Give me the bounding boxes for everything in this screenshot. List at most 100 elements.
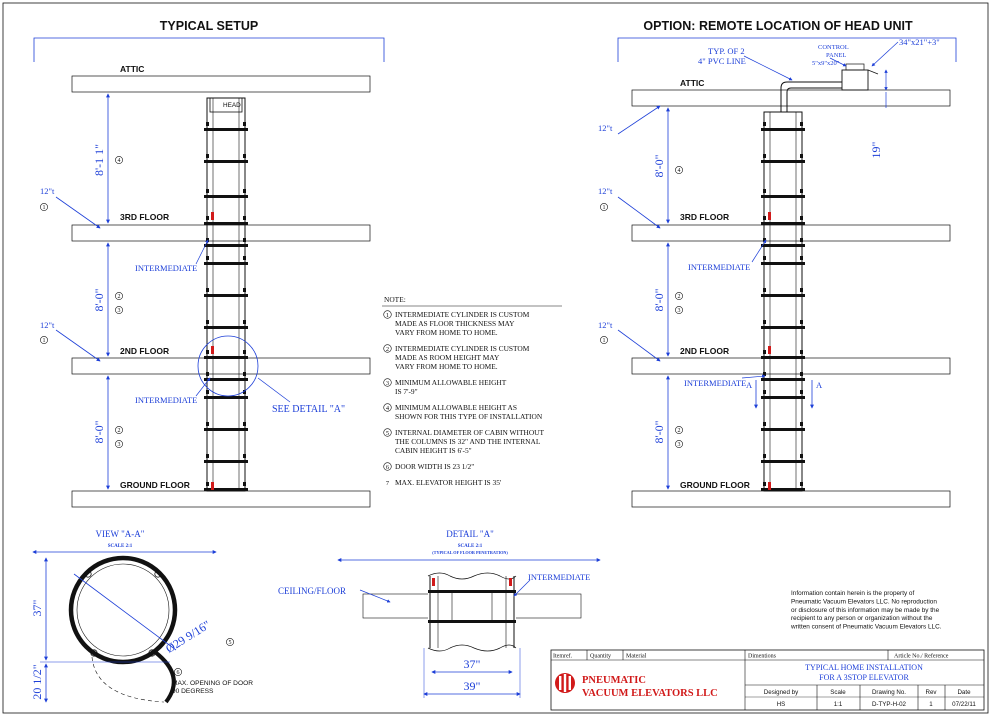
view-aa-dim-20: 20 1/2" xyxy=(30,664,44,699)
left-head-label: HEAD xyxy=(223,102,241,109)
company-name-line-1: PNEUMATIC xyxy=(582,675,646,686)
note-line: SHOWN FOR THIS TYPE OF INSTALLATION xyxy=(395,412,543,421)
column-bolt xyxy=(243,482,246,486)
column-bolt xyxy=(763,154,766,158)
note-line: INTERMEDIATE CYLINDER IS CUSTOM xyxy=(395,344,530,353)
column-band xyxy=(761,378,805,381)
right-third-floor-label: 3RD FLOOR xyxy=(680,212,729,222)
column-bolt xyxy=(243,422,246,426)
column-bolt xyxy=(243,256,246,260)
detail-a-scale: SCALE 2:1 xyxy=(458,544,483,549)
right-thickness-top: 12"t xyxy=(598,123,613,133)
svg-text:3: 3 xyxy=(678,308,681,314)
right-markers: 4 1 2 3 1 2 3 xyxy=(600,166,683,448)
column-band xyxy=(761,244,805,247)
column-bolt xyxy=(763,122,766,126)
title-remote-option: OPTION: REMOTE LOCATION OF HEAD UNIT xyxy=(643,19,913,33)
view-aa-scale: SCALE 2:1 xyxy=(108,544,133,549)
left-thickness-upper: 12"t xyxy=(40,186,55,196)
column-bolt xyxy=(206,256,209,260)
column-bolt xyxy=(206,189,209,193)
tb-itemref: Itemref. xyxy=(553,653,573,660)
note-line: THE COLUMNS IS 32" AND THE INTERNAL xyxy=(395,437,541,446)
disclaimer-text: Information contain herein is the proper… xyxy=(790,590,942,631)
left-third-floor-label: 3RD FLOOR xyxy=(120,212,169,222)
column-band xyxy=(204,160,248,163)
column-band xyxy=(761,128,805,131)
column-band xyxy=(761,460,805,463)
column-band xyxy=(761,396,805,399)
tb-rev: 1 xyxy=(929,701,933,708)
note-marker xyxy=(383,428,392,437)
column-bolt xyxy=(800,256,803,260)
disclaimer-line: recipient to any person or organization … xyxy=(791,615,933,622)
title-typical-setup: TYPICAL SETUP xyxy=(160,19,258,33)
tb-article: Article No./ Reference xyxy=(894,653,949,660)
column-band xyxy=(761,326,805,329)
column-bolt xyxy=(243,288,246,292)
right-thickness-upper: 12"t xyxy=(598,186,613,196)
right-dimension-lines xyxy=(617,105,670,490)
note-line: IS 7'-9" xyxy=(395,387,418,396)
note-line: INTERNAL DIAMETER OF CABIN WITHOUT xyxy=(395,428,545,437)
column-bolt xyxy=(763,238,766,242)
column-band xyxy=(204,294,248,297)
panel-size-label: 5"x9"x20" xyxy=(812,60,840,67)
detail-a-drawing xyxy=(362,572,582,652)
note-line: INTERMEDIATE CYLINDER IS CUSTOM xyxy=(395,310,530,319)
svg-text:2: 2 xyxy=(678,294,681,300)
left-dim-top: 8'-1 1" xyxy=(92,144,106,176)
note-line: VARY FROM HOME TO HOME. xyxy=(395,328,498,337)
svg-text:1: 1 xyxy=(43,205,46,211)
column-bolt xyxy=(800,422,803,426)
column-bolt xyxy=(763,390,766,394)
left-dim-mid: 8'-0" xyxy=(92,288,106,311)
column-band xyxy=(204,326,248,329)
column-bolt xyxy=(763,422,766,426)
note-number: 3 xyxy=(386,380,389,387)
note-number: 6 xyxy=(386,464,389,471)
left-callout-lines xyxy=(195,239,291,403)
right-top-bracket xyxy=(617,37,957,62)
note-number: 2 xyxy=(386,346,389,353)
left-dim-bot: 8'-0" xyxy=(92,420,106,443)
svg-text:4: 4 xyxy=(118,158,121,164)
note-marker xyxy=(383,378,392,387)
column-bolt xyxy=(243,154,246,158)
note-number: 5 xyxy=(386,430,389,437)
right-attic-label: ATTIC xyxy=(680,78,704,88)
note-line: CABIN HEIGHT IS 6'-5" xyxy=(395,446,472,455)
right-dim-top: 8'-0" xyxy=(652,154,666,177)
view-aa-dim-37: 37" xyxy=(30,599,44,616)
column-bolt xyxy=(800,320,803,324)
tb-rev-label: Rev xyxy=(925,689,937,696)
column-bolt xyxy=(206,320,209,324)
column-bolt xyxy=(243,238,246,242)
column-bolt xyxy=(800,154,803,158)
column-band xyxy=(761,160,805,163)
column-bolt xyxy=(206,454,209,458)
tb-scale: 1:1 xyxy=(834,701,843,708)
svg-text:4: 4 xyxy=(678,168,681,174)
disclaimer-line: or disclosure of this information may be… xyxy=(791,607,940,614)
column-bolt xyxy=(243,372,246,376)
right-thickness-lower: 12"t xyxy=(598,320,613,330)
note-marker xyxy=(383,462,392,471)
right-callout-lines xyxy=(743,41,899,108)
column-bolt xyxy=(763,454,766,458)
right-dim-bot: 8'-0" xyxy=(652,420,666,443)
left-intermediate-lower: INTERMEDIATE xyxy=(135,395,197,405)
svg-text:2: 2 xyxy=(678,428,681,434)
svg-text:2: 2 xyxy=(118,294,121,300)
column-bolt xyxy=(206,216,209,220)
notes-heading: NOTE: xyxy=(384,295,406,304)
detail-a-subtitle: (TYPICAL OF FLOOR PENETRATION) xyxy=(432,550,508,555)
note-line: DOOR WIDTH IS 23 1/2" xyxy=(395,462,474,471)
left-top-bracket xyxy=(33,37,385,62)
left-ground-floor-label: GROUND FLOOR xyxy=(120,480,190,490)
note-line: MADE AS FLOOR THICKNESS MAY xyxy=(395,319,515,328)
detail-dim-37: 37" xyxy=(464,657,481,671)
right-callouts xyxy=(741,239,814,409)
